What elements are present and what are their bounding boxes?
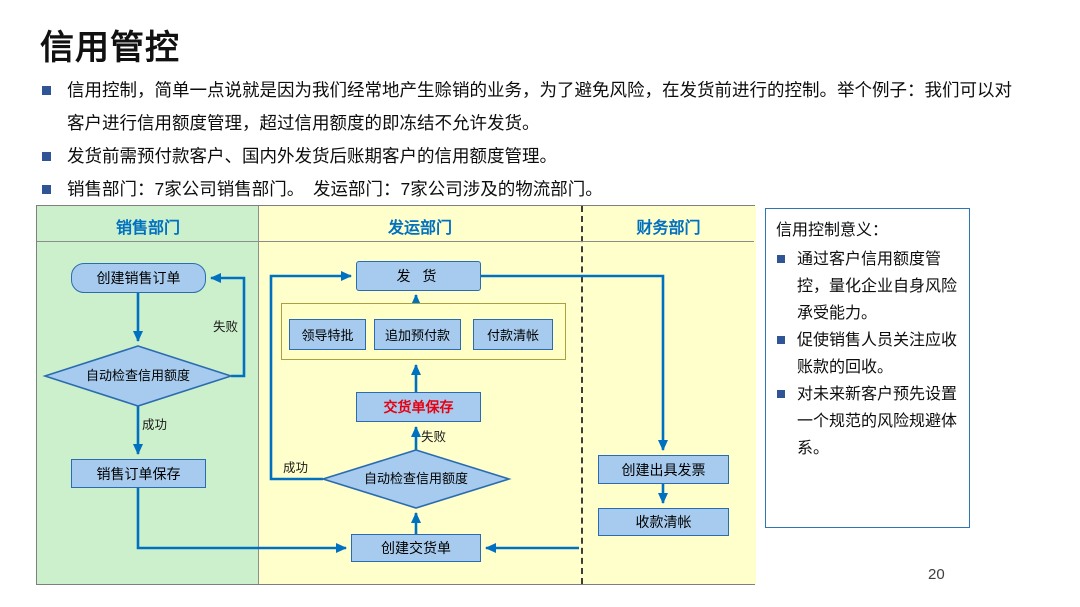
- edge-label-fail-delivery: 失败: [421, 430, 447, 444]
- arrow-ship-to-invoice: [481, 274, 668, 451]
- panel-item: 通过客户信用额度管控，量化企业自身风险承受能力。: [776, 246, 959, 327]
- lane-header-sales: 销售部门: [115, 220, 180, 237]
- node-extra-prepayment: 追加预付款: [374, 319, 461, 350]
- panel-list: 通过客户信用额度管控，量化企业自身风险承受能力。 促使销售人员关注应收账款的回收…: [776, 246, 959, 462]
- flow-connectors: [42, 271, 668, 553]
- arrow-save-order-to-create-delivery: [136, 488, 347, 553]
- edge-label-fail-sales: 失败: [213, 320, 239, 334]
- lane-header-shipping: 发运部门: [387, 220, 452, 237]
- panel-item-text: 通过客户信用额度管控，量化企业自身风险承受能力。: [797, 251, 958, 322]
- swimlane-flowchart: 销售部门 发运部门 财务部门: [36, 205, 756, 585]
- lane-header-divider: [37, 241, 754, 242]
- node-create-sales-order: 创建销售订单: [71, 263, 206, 293]
- bullet-text: 信用控制，简单一点说就是因为我们经常地产生赊销的业务，为了避免风险，在发货前进行…: [67, 80, 1012, 133]
- bullet-square-icon: [777, 336, 785, 344]
- credit-control-meaning-panel: 信用控制意义： 通过客户信用额度管控，量化企业自身风险承受能力。 促使销售人员关…: [765, 208, 970, 528]
- panel-title: 信用控制意义：: [776, 222, 889, 239]
- bullet-text: 发货前需预付款客户、国内外发货后账期客户的信用额度管理。: [67, 146, 557, 166]
- node-payment-clearing: 付款清帐: [473, 319, 553, 350]
- node-delivery-credit-check-label: 自动检查信用额度: [363, 471, 468, 486]
- bullet-item: 销售部门：7家公司销售部门。 发运部门：7家公司涉及的物流部门。: [40, 173, 1025, 206]
- panel-item: 促使销售人员关注应收账款的回收。: [776, 327, 959, 381]
- node-sales-credit-check-label: 自动检查信用额度: [85, 368, 190, 383]
- node-receipt-clearing: 收款清帐: [598, 508, 729, 536]
- page-number: 20: [928, 566, 945, 583]
- bullet-square-icon: [42, 152, 51, 161]
- arrow-check-success-to-ship: [269, 271, 352, 481]
- edge-label-success-delivery: 成功: [283, 461, 309, 475]
- node-create-invoice: 创建出具发票: [598, 455, 729, 484]
- lane-header-finance: 财务部门: [636, 220, 701, 237]
- diamond-delivery-credit-check: [320, 449, 512, 509]
- node-ship-goods: 发 货: [356, 261, 481, 291]
- panel-item-text: 对未来新客户预先设置一个规范的风险规避体系。: [797, 386, 958, 457]
- node-leader-approval: 领导特批: [289, 319, 366, 350]
- diamond-sales-credit-check: [42, 345, 234, 407]
- node-save-delivery-note: 交货单保存: [356, 392, 481, 422]
- node-create-delivery-note: 创建交货单: [351, 534, 481, 562]
- bullet-item: 发货前需预付款客户、国内外发货后账期客户的信用额度管理。: [40, 140, 1025, 173]
- panel-item-text: 促使销售人员关注应收账款的回收。: [797, 332, 958, 376]
- bullet-square-icon: [777, 390, 785, 398]
- node-save-sales-order: 销售订单保存: [71, 459, 206, 488]
- bullet-text: 销售部门：7家公司销售部门。 发运部门：7家公司涉及的物流部门。: [67, 179, 603, 199]
- bullet-square-icon: [42, 86, 51, 95]
- page-title: 信用管控: [40, 29, 180, 67]
- bullet-list: 信用控制，简单一点说就是因为我们经常地产生赊销的业务，为了避免风险，在发货前进行…: [40, 74, 1025, 206]
- bullet-square-icon: [42, 185, 51, 194]
- bullet-item: 信用控制，简单一点说就是因为我们经常地产生赊销的业务，为了避免风险，在发货前进行…: [40, 74, 1025, 140]
- panel-item: 对未来新客户预先设置一个规范的风险规避体系。: [776, 381, 959, 462]
- edge-label-success-sales: 成功: [142, 418, 168, 432]
- bullet-square-icon: [777, 255, 785, 263]
- arrow-check-fail-back: [210, 273, 246, 378]
